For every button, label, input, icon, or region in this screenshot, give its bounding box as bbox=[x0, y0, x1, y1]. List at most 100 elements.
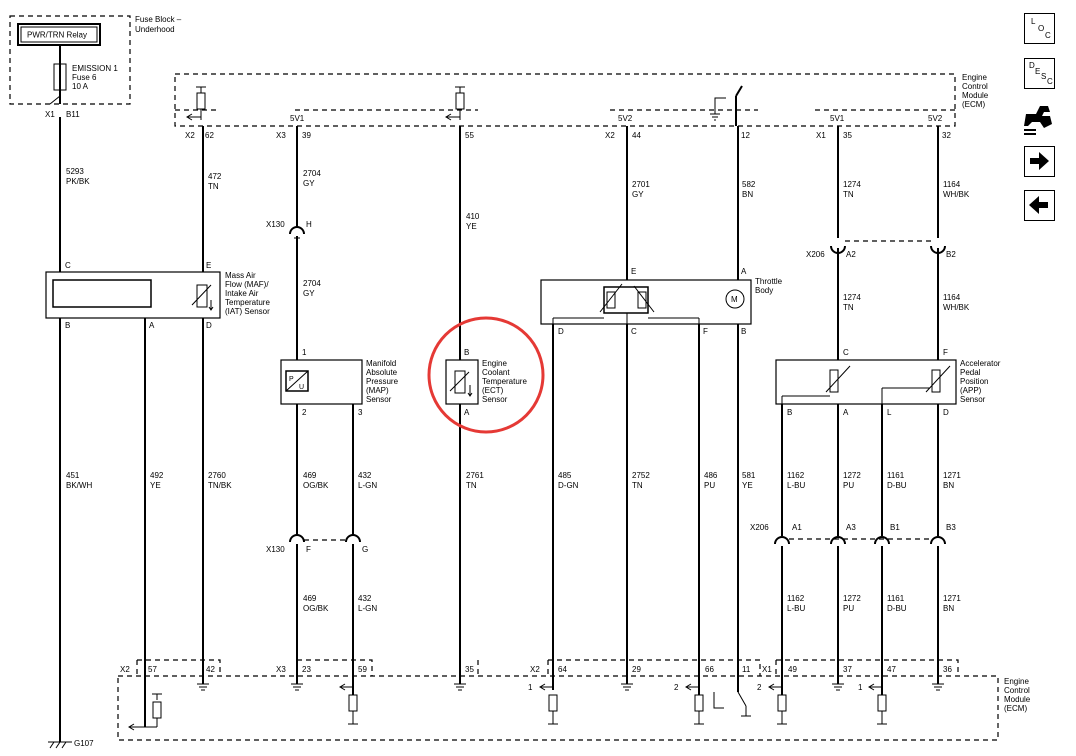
wires bbox=[59, 117, 939, 742]
previous-arrow-button[interactable] bbox=[1024, 190, 1055, 221]
ect-sensor: B A Engine Coolant Temperature (ECT) Sen… bbox=[427, 316, 545, 434]
map-sensor: P U 1 2 3 Manifold Absolute Pressure (MA… bbox=[280, 348, 399, 417]
app-label-4: (APP) bbox=[960, 386, 982, 395]
maf-label-4: Temperature bbox=[225, 298, 270, 307]
app-label-5: Sensor bbox=[960, 395, 986, 404]
x206-bottom-pin-b1: B1 bbox=[890, 523, 900, 532]
map-symbol-u: U bbox=[299, 384, 304, 391]
top-pin-55: 55 bbox=[465, 131, 474, 140]
app-pin-l: L bbox=[887, 408, 892, 417]
fuse-pin: B11 bbox=[66, 110, 80, 119]
x206-bottom-pin-a3: A3 bbox=[846, 523, 856, 532]
throttle-label-2: Body bbox=[755, 286, 773, 295]
bottom-node-1a: 1 bbox=[528, 683, 533, 692]
app-pin-f: F bbox=[943, 348, 948, 357]
wire-2701-color: GY bbox=[632, 190, 644, 199]
wire-485: 485 bbox=[558, 471, 572, 480]
wire-2704-b-color: GY bbox=[303, 289, 315, 298]
wire-2701: 2701 bbox=[632, 180, 650, 189]
wire-2704-b: 2704 bbox=[303, 279, 321, 288]
maf-pin-a: A bbox=[149, 321, 155, 330]
x206-bottom-pin-a1: A1 bbox=[792, 523, 802, 532]
ground-g107: G107 bbox=[48, 739, 94, 749]
top-pin-62: 62 bbox=[205, 131, 214, 140]
top-conn-x2: X2 bbox=[185, 131, 195, 140]
bottom-pin-57: 57 bbox=[148, 665, 157, 674]
throttle-pin-a: A bbox=[741, 267, 747, 276]
map-label-1: Manifold bbox=[366, 359, 396, 368]
wire-1162-b-color: L-BU bbox=[787, 604, 805, 613]
x206-bottom-label: X206 bbox=[750, 523, 769, 532]
wire-1164-a: 1164 bbox=[943, 180, 961, 189]
location-button[interactable]: L O C bbox=[1024, 13, 1055, 44]
ecm-bottom-label-2: Control bbox=[1004, 686, 1030, 695]
wire-2752: 2752 bbox=[632, 471, 650, 480]
wire-451-color: BK/WH bbox=[66, 481, 92, 490]
ecm-bottom-symbols bbox=[128, 683, 944, 731]
app-pin-c: C bbox=[843, 348, 849, 357]
bottom-pin-37: 37 bbox=[843, 665, 852, 674]
bottom-pin-35: 35 bbox=[465, 665, 474, 674]
inline-connectors: X130 H X206 A2 B2 X130 F G X206 A1 A3 B1… bbox=[266, 220, 956, 554]
ect-label-1: Engine bbox=[482, 359, 507, 368]
top-pin-32: 32 bbox=[942, 131, 951, 140]
wire-1161-b-color: D-BU bbox=[887, 604, 907, 613]
x130-bottom-pin-f: F bbox=[306, 545, 311, 554]
wire-492-color: YE bbox=[150, 481, 161, 490]
wire-1274-a-color: TN bbox=[843, 190, 854, 199]
maf-label-5: (IAT) Sensor bbox=[225, 307, 270, 316]
ref-5v1-b: 5V1 bbox=[830, 114, 845, 123]
wire-1162-b: 1162 bbox=[787, 594, 805, 603]
top-pin-12: 12 bbox=[741, 131, 750, 140]
top-pin-labels: X2 62 X3 39 55 X2 44 12 X1 35 32 5V1 5V2… bbox=[185, 114, 951, 140]
ect-label-3: Temperature bbox=[482, 377, 527, 386]
ref-5v1-a: 5V1 bbox=[290, 114, 305, 123]
maf-pin-d: D bbox=[206, 321, 212, 330]
top-conn-x1: X1 bbox=[816, 131, 826, 140]
next-arrow-button[interactable] bbox=[1024, 146, 1055, 177]
desc-letter-s: S bbox=[1041, 72, 1047, 81]
ect-label-4: (ECT) bbox=[482, 386, 504, 395]
map-pin-1: 1 bbox=[302, 348, 307, 357]
wire-2761: 2761 bbox=[466, 471, 484, 480]
wire-469-b-color: OG/BK bbox=[303, 604, 329, 613]
wire-1271-b: 1271 bbox=[943, 594, 961, 603]
arrow-left-icon bbox=[1029, 196, 1048, 214]
loc-letter-o: O bbox=[1038, 24, 1045, 33]
app-label-2: Pedal bbox=[960, 368, 981, 377]
wire-2761-color: TN bbox=[466, 481, 477, 490]
ecm-top-label-3: Module bbox=[962, 91, 989, 100]
top-pin-39: 39 bbox=[302, 131, 311, 140]
wire-485-color: D-GN bbox=[558, 481, 579, 490]
x206-top-pin-b2: B2 bbox=[946, 250, 956, 259]
maf-label-2: Flow (MAF)/ bbox=[225, 280, 269, 289]
connector-tool-icon[interactable] bbox=[1022, 100, 1056, 136]
wire-486-color: PU bbox=[704, 481, 715, 490]
wire-1271-a-color: BN bbox=[943, 481, 954, 490]
wire-1274-a: 1274 bbox=[843, 180, 861, 189]
fuse-block: Fuse Block – Underhood PWR/TRN Relay EMI… bbox=[9, 15, 182, 119]
arrow-right-icon bbox=[1030, 152, 1049, 170]
ground-label: G107 bbox=[74, 739, 94, 748]
wire-486: 486 bbox=[704, 471, 718, 480]
bottom-pin-23: 23 bbox=[302, 665, 311, 674]
ecm-bottom: Engine Control Module (ECM) bbox=[117, 659, 1031, 741]
throttle-body: M E A D C F B Throttle Body bbox=[540, 267, 783, 336]
x130-top-pin-h: H bbox=[306, 220, 312, 229]
relay-label: PWR/TRN Relay bbox=[27, 31, 87, 40]
x206-top-pin-a2: A2 bbox=[846, 250, 856, 259]
bottom-pin-labels: X2 57 42 X3 23 59 35 X2 64 29 66 11 X1 4… bbox=[120, 665, 952, 692]
wire-1162-a: 1162 bbox=[787, 471, 805, 480]
bottom-conn-x1: X1 bbox=[762, 665, 772, 674]
description-button[interactable]: D E S C bbox=[1024, 58, 1055, 89]
throttle-pin-e: E bbox=[631, 267, 636, 276]
wire-582: 582 bbox=[742, 180, 756, 189]
bottom-pin-11: 11 bbox=[742, 665, 751, 674]
wire-1161-a: 1161 bbox=[887, 471, 905, 480]
top-conn-x3: X3 bbox=[276, 131, 286, 140]
throttle-pin-b: B bbox=[741, 327, 746, 336]
throttle-motor-symbol: M bbox=[731, 295, 738, 304]
bottom-conn-x2b: X2 bbox=[530, 665, 540, 674]
ecm-top-label-4: (ECM) bbox=[962, 100, 985, 109]
